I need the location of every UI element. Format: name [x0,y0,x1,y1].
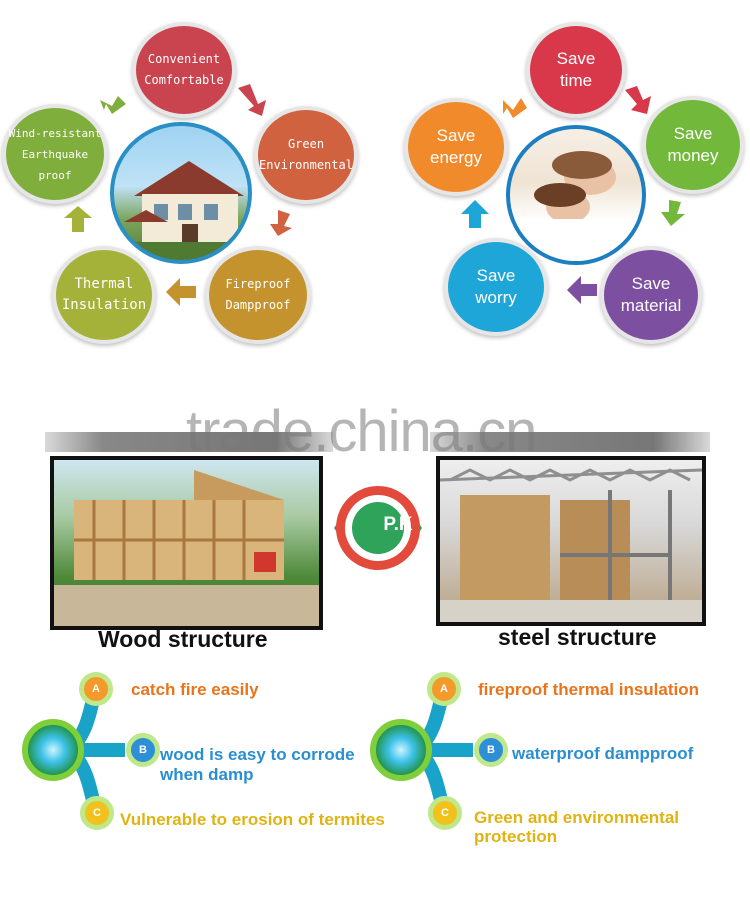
feature-hub-icon [22,719,84,781]
steel-feature-a: fireproof thermal insulation [478,680,700,699]
benefit-line1: Fireproof [225,277,291,291]
benefit-line2: money [667,146,719,165]
benefit-line2: Comfortable [144,73,224,87]
wood-structure-photo [50,456,323,630]
benefit-convenient-comfortable: Convenient Comfortable [132,22,236,118]
benefit-line1: Save [631,274,671,293]
benefit-save-material: Save material [600,246,702,344]
arrow-icon [461,200,489,228]
benefit-line1: Wind-resistant [8,126,102,140]
arrow-icon [238,84,266,116]
badge-c-icon: C [428,796,462,830]
benefit-line2: Dampproof [225,298,291,312]
benefit-save-energy: Save energy [404,98,508,196]
benefit-fireproof-dampproof: Fireproof Dampproof [205,246,311,344]
benefit-save-money: Save money [642,96,744,194]
arrow-icon [166,278,196,306]
badge-b-icon: B [474,733,508,767]
arrow-icon [100,96,126,114]
benefit-line1: Thermal [74,276,134,292]
badge-b-icon: B [126,733,160,767]
benefit-line2: time [559,71,593,90]
badge-a-icon: A [79,672,113,706]
pk-badge [334,486,422,570]
arrow-icon [567,276,597,304]
benefit-save-worry: Save worry [444,238,548,336]
benefit-green-environmental: Green Environmental [254,106,358,204]
benefit-line1: Save [436,126,476,145]
divider-bar-right [430,432,710,452]
wood-feature-a: catch fire easily [131,680,259,699]
watermark: trade.china.cn [186,399,537,464]
arrow-icon [661,200,685,226]
arrow-icon [64,206,92,232]
right-cycle-arrows [461,86,685,304]
steel-frame-illustration [440,468,702,622]
arrow-icon [270,210,292,236]
benefit-line1: Convenient [147,52,221,66]
benefit-line2: Earthquake proof [21,147,89,182]
benefit-line1: Save [673,124,713,143]
benefit-line2: material [620,296,682,315]
house-photo [110,122,252,264]
benefit-line2: Insulation [61,297,147,313]
steel-structure-caption: steel structure [498,624,657,650]
benefit-line1: Green [287,137,325,151]
steel-feature-c-line2: protection [474,827,558,846]
steel-feature-c-line1: Green and environmental [474,808,679,827]
benefit-line2: Environmental [259,158,353,172]
steel-feature-b: waterproof dampproof [512,744,694,763]
arrow-icon [503,98,527,118]
steel-structure-photo [436,456,706,626]
benefit-thermal-insulation: Thermal Insulation [52,246,156,344]
divider-bar-left [45,432,333,452]
benefit-line2: worry [475,288,517,307]
benefit-wind-earthquake: Wind-resistant Earthquake proof [2,104,108,204]
wood-structure-caption: Wood structure [98,626,268,652]
left-cycle-arrows [64,84,292,306]
benefit-save-time: Save time [526,22,626,118]
arrow-icon [625,86,651,114]
badge-a-icon: A [427,672,461,706]
badge-c-icon: C [80,796,114,830]
wood-feature-b-line1: wood is easy to corrode [160,745,355,764]
benefit-line1: Save [556,49,596,68]
wood-frame-illustration [54,470,319,626]
wood-feature-c: Vulnerable to erosion of termites [120,810,385,829]
benefit-line1: Save [476,266,516,285]
pk-label: P.K [383,514,413,535]
feature-hub-icon [370,719,432,781]
benefit-line2: energy [430,148,482,167]
wood-feature-b-line2: when damp [160,765,254,784]
